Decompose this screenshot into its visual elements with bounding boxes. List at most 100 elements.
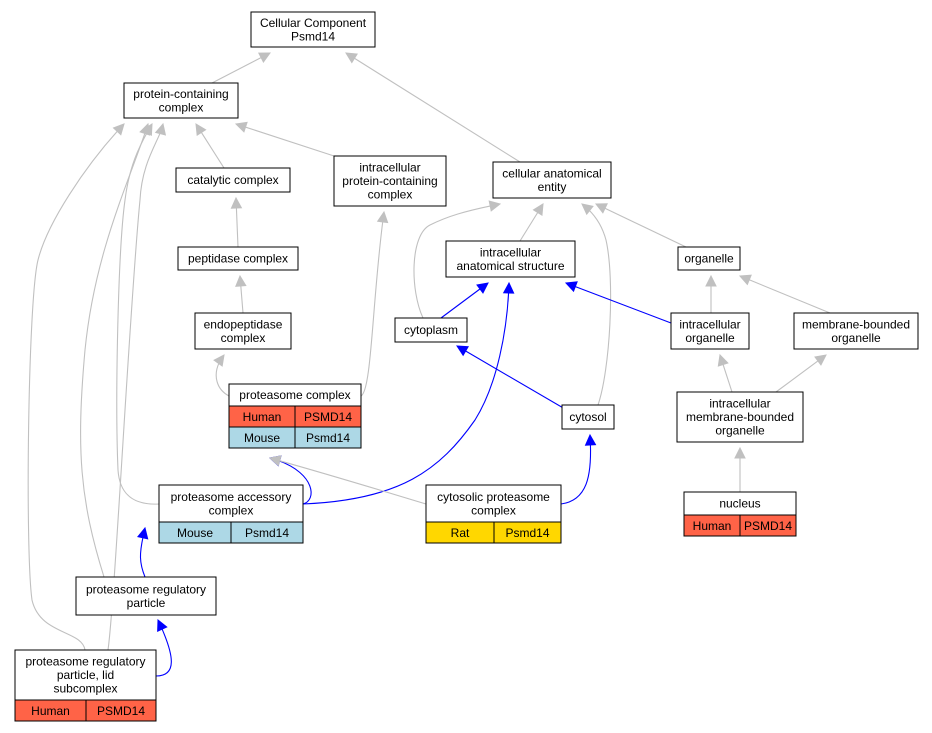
node-label: complex xyxy=(209,503,254,517)
node-cytosol[interactable]: cytosol xyxy=(561,404,615,430)
node-label: proteasome regulatory xyxy=(25,655,145,669)
node-box xyxy=(333,155,447,207)
edge-lid-ppc xyxy=(27,123,125,651)
species-label: Human xyxy=(31,704,70,718)
arrowhead-icon xyxy=(213,354,225,367)
node-peptidase-complex[interactable]: peptidase complex xyxy=(177,246,299,271)
arrowhead-icon xyxy=(488,200,502,212)
arrowhead-icon xyxy=(137,526,149,540)
node-box xyxy=(676,391,804,443)
arrowhead-icon xyxy=(268,455,282,467)
node-label: intracellular xyxy=(359,161,420,175)
node-organelle[interactable]: organelle xyxy=(677,246,741,271)
node-box xyxy=(561,404,615,430)
species-label: Mouse xyxy=(244,431,280,445)
edge-pep-cat xyxy=(230,196,243,248)
node-label: cytosolic proteasome xyxy=(437,490,550,504)
edge-endo-pep xyxy=(235,274,247,314)
node-label: Psmd14 xyxy=(291,29,335,43)
species-label: Mouse xyxy=(177,526,213,540)
edge-pac-ias xyxy=(302,281,515,505)
edge-cpc-cytosol xyxy=(560,433,597,505)
edge-cat-ppc xyxy=(195,123,225,169)
arrowhead-icon xyxy=(814,354,827,366)
edge-cae-root xyxy=(345,52,521,163)
node-box xyxy=(394,317,468,343)
arrowhead-icon xyxy=(738,274,752,286)
species-label: Human xyxy=(693,519,732,533)
node-box xyxy=(75,576,217,616)
arrowhead-icon xyxy=(345,52,358,64)
node-label: intracellular xyxy=(679,317,740,331)
edge-nuc-imbo xyxy=(734,446,746,492)
node-label: organelle xyxy=(831,331,881,345)
gene-label: Psmd14 xyxy=(306,431,350,445)
node-label: complex xyxy=(221,331,266,345)
species-label: Human xyxy=(243,410,282,424)
edge-ipcc-ppc xyxy=(234,121,335,157)
arrowhead-icon xyxy=(235,274,247,287)
arrowhead-icon xyxy=(154,122,167,136)
node-label: proteasome regulatory xyxy=(86,582,206,596)
edge-pc-endo xyxy=(213,354,230,397)
node-label: anatomical structure xyxy=(456,259,564,273)
node-label: protein-containing xyxy=(133,87,228,101)
node-box xyxy=(445,240,576,278)
edge-ias-cae xyxy=(519,203,544,242)
gene-label: PSMD14 xyxy=(304,410,352,424)
node-box xyxy=(123,82,239,119)
gene-label: Psmd14 xyxy=(245,526,289,540)
node-label: cellular anatomical xyxy=(502,166,601,180)
node-label: organelle xyxy=(715,424,765,438)
arrowhead-icon xyxy=(112,123,125,136)
annotation-row: Mouse Psmd14 xyxy=(158,521,304,544)
arrowhead-icon xyxy=(139,122,151,136)
node-cytoplasm[interactable]: cytoplasm xyxy=(394,317,468,343)
arrowhead-icon xyxy=(717,353,729,367)
annotation-row: Mouse Psmd14 xyxy=(228,426,362,449)
node-label: Cellular Component xyxy=(260,16,367,30)
edge-mbo-org xyxy=(738,274,831,314)
node-label: cytosol xyxy=(569,410,606,424)
node-catalytic-complex[interactable]: catalytic complex xyxy=(175,167,291,193)
arrowhead-icon xyxy=(581,203,594,216)
node-label: cytoplasm xyxy=(404,323,458,337)
node-label: intracellular xyxy=(480,245,541,259)
arrowhead-icon xyxy=(230,196,243,209)
arrowhead-icon xyxy=(234,121,248,133)
node-label: complex xyxy=(471,503,516,517)
arrowhead-icon xyxy=(502,281,515,294)
node-label: intracellular xyxy=(709,397,770,411)
edge-pc-ipcc xyxy=(360,210,389,397)
node-label: organelle xyxy=(684,252,734,266)
arrowhead-icon xyxy=(532,203,544,216)
edge-io-org xyxy=(705,274,717,313)
node-label: complex xyxy=(368,188,413,202)
node-label: complex xyxy=(159,100,204,114)
edge-rp-ppc xyxy=(80,122,151,578)
arrowhead-icon xyxy=(564,281,578,293)
edge-ppc-root xyxy=(211,52,271,84)
edge-lid-rp xyxy=(155,618,172,677)
node-box xyxy=(177,246,299,271)
nodes-layer: Cellular ComponentPsmd14protein-containi… xyxy=(14,11,919,722)
node-label: endopeptidase xyxy=(204,317,283,331)
